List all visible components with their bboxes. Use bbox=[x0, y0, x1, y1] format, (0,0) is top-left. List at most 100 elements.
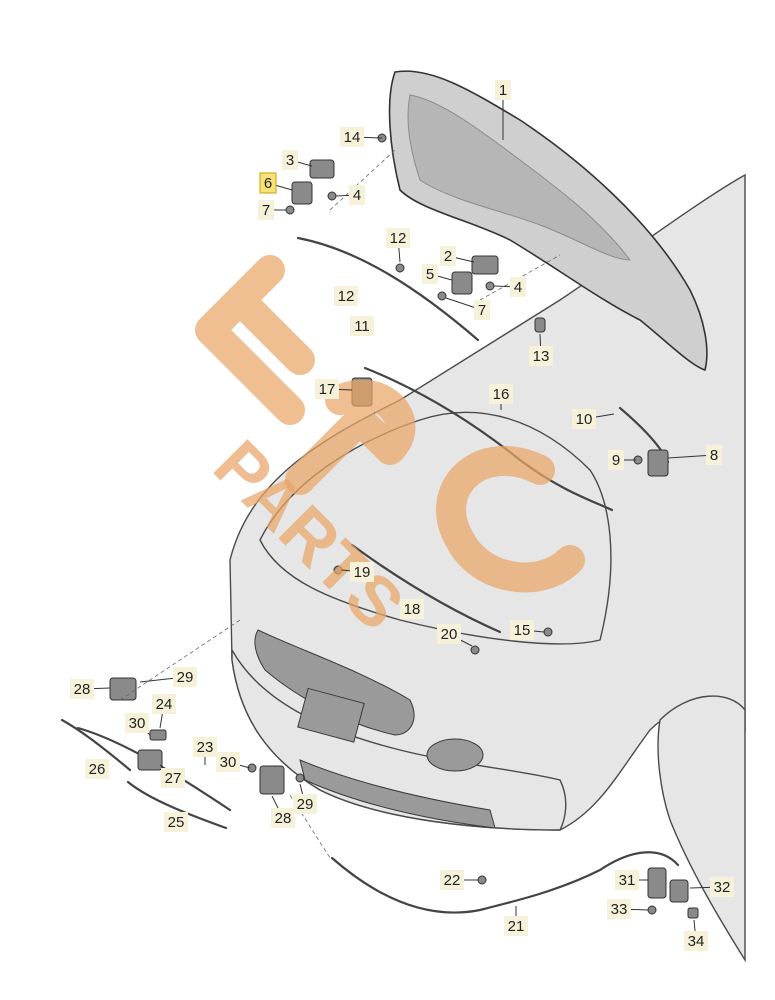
callout-box bbox=[529, 346, 553, 366]
callout-8: 8 bbox=[667, 445, 722, 465]
callout-number: 34 bbox=[688, 933, 705, 950]
callout-box bbox=[710, 877, 734, 897]
callout-box bbox=[510, 277, 526, 297]
callout-number: 20 bbox=[441, 626, 458, 643]
bracket-32 bbox=[669, 879, 689, 903]
prop-rod bbox=[350, 543, 502, 634]
release-handle-31 bbox=[647, 867, 667, 899]
callout-30: 30 bbox=[125, 713, 151, 736]
callout-number: 12 bbox=[390, 230, 407, 247]
callout-number: 29 bbox=[177, 669, 194, 686]
hood-panel bbox=[388, 70, 708, 372]
callout-number: 4 bbox=[353, 187, 361, 204]
callout-number: 30 bbox=[129, 715, 146, 732]
callout-box bbox=[474, 300, 490, 320]
ref-line bbox=[329, 149, 396, 211]
callout-number: 11 bbox=[354, 318, 370, 335]
bolt-30-right bbox=[247, 763, 257, 773]
watermark-logo-C bbox=[436, 445, 585, 593]
callout-13: 13 bbox=[529, 333, 553, 366]
parts-layer bbox=[60, 133, 699, 919]
callout-number: 27 bbox=[165, 770, 182, 787]
callout-29: 29 bbox=[293, 783, 317, 814]
callout-7: 7 bbox=[445, 297, 490, 320]
nut-4-right bbox=[485, 281, 495, 291]
callout-number: 28 bbox=[275, 810, 292, 827]
callout-27: 27 bbox=[159, 764, 185, 788]
callout-box bbox=[193, 737, 217, 757]
clip-34 bbox=[687, 907, 699, 919]
callout-number: 18 bbox=[404, 601, 421, 618]
callout-box bbox=[386, 228, 410, 248]
callout-10: 10 bbox=[572, 409, 615, 429]
callout-1: 1 bbox=[495, 80, 511, 140]
callout-18: 18 bbox=[400, 599, 424, 619]
callout-number: 10 bbox=[576, 411, 593, 428]
ref-line bbox=[289, 794, 331, 859]
hinge-right-2 bbox=[471, 255, 499, 275]
callout-20: 20 bbox=[437, 624, 473, 647]
callout-box bbox=[495, 80, 511, 100]
callout-number: 5 bbox=[426, 266, 434, 283]
latch-27 bbox=[137, 749, 163, 771]
ref-line bbox=[119, 619, 241, 701]
callout-box bbox=[440, 870, 464, 890]
callout-number: 14 bbox=[344, 129, 361, 146]
callout-15: 15 bbox=[510, 620, 545, 640]
callout-box bbox=[504, 916, 528, 936]
callout-4: 4 bbox=[493, 277, 526, 297]
hinge-left-6 bbox=[291, 181, 313, 205]
clip-20 bbox=[470, 645, 480, 655]
callout-number: 32 bbox=[714, 879, 731, 896]
callout-box bbox=[489, 384, 513, 404]
callout-number: 16 bbox=[493, 386, 510, 403]
watermark-logo-E bbox=[195, 255, 315, 425]
callout-6: 6 bbox=[259, 172, 293, 194]
lower-grille bbox=[299, 759, 496, 829]
callout-22: 22 bbox=[440, 870, 478, 890]
callout-21: 21 bbox=[504, 906, 528, 936]
hinge-right-5 bbox=[451, 271, 473, 295]
callout-number: 4 bbox=[514, 279, 522, 296]
callout-box bbox=[350, 562, 374, 582]
strut-bracket-8 bbox=[647, 449, 669, 477]
callout-box bbox=[607, 899, 631, 919]
callout-box bbox=[684, 931, 708, 951]
callout-number: 26 bbox=[89, 761, 106, 778]
license-plate bbox=[297, 687, 365, 743]
callout-number: 8 bbox=[710, 447, 718, 464]
car-body bbox=[229, 70, 746, 963]
callout-box bbox=[164, 812, 188, 832]
front-wheel-arch bbox=[657, 695, 746, 963]
callout-box bbox=[125, 713, 149, 733]
callout-7: 7 bbox=[258, 200, 286, 220]
callout-box bbox=[258, 200, 274, 220]
callout-29: 29 bbox=[139, 667, 197, 687]
headlight bbox=[426, 738, 484, 772]
callout-number: 7 bbox=[478, 302, 486, 319]
callout-box bbox=[615, 870, 639, 890]
callout-number: 21 bbox=[508, 918, 525, 935]
callout-number: 22 bbox=[444, 872, 461, 889]
callout-number: 24 bbox=[156, 696, 173, 713]
callout-31: 31 bbox=[615, 870, 648, 890]
callout-number: 13 bbox=[533, 348, 550, 365]
watermark-logo-P bbox=[285, 379, 416, 495]
callout-box bbox=[161, 768, 185, 788]
clip-15 bbox=[543, 627, 553, 637]
callout-number: 2 bbox=[444, 248, 452, 265]
callout-4: 4 bbox=[335, 185, 365, 205]
callout-box bbox=[271, 808, 295, 828]
callout-28: 28 bbox=[70, 679, 111, 699]
callout-box bbox=[259, 172, 277, 194]
callout-box bbox=[70, 679, 94, 699]
callout-34: 34 bbox=[684, 919, 708, 951]
callout-number: 19 bbox=[354, 564, 371, 581]
callout-box bbox=[282, 150, 298, 170]
callout-box bbox=[572, 409, 596, 429]
callout-number: 15 bbox=[514, 622, 531, 639]
callout-5: 5 bbox=[422, 264, 453, 284]
callout-box bbox=[400, 599, 424, 619]
